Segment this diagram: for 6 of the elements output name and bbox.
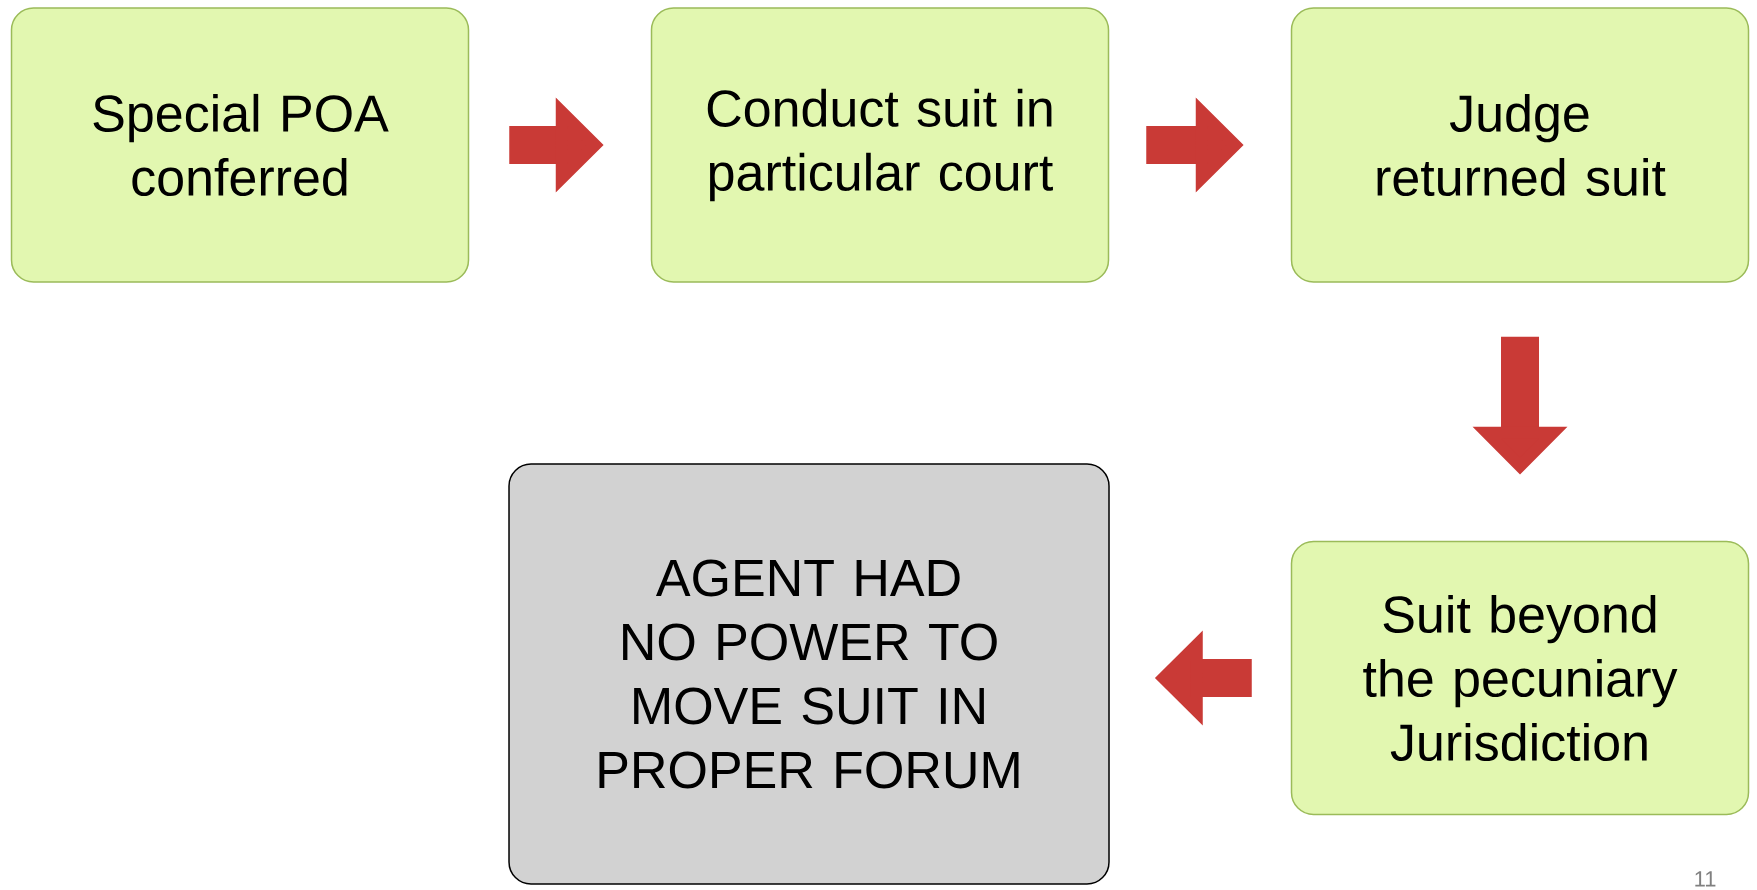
process-box: Conduct suit in particular court	[650, 7, 1110, 283]
page-number: 11	[1695, 871, 1716, 887]
process-box: Suit beyond the pecuniary Jurisdiction	[1290, 540, 1750, 816]
process-box: Special POA conferred	[10, 7, 470, 283]
result-box: AGENT HAD NO POWER TO MOVE SUIT IN PROPER FORUM	[508, 463, 1110, 885]
process-box: Judge returned suit	[1290, 7, 1750, 283]
